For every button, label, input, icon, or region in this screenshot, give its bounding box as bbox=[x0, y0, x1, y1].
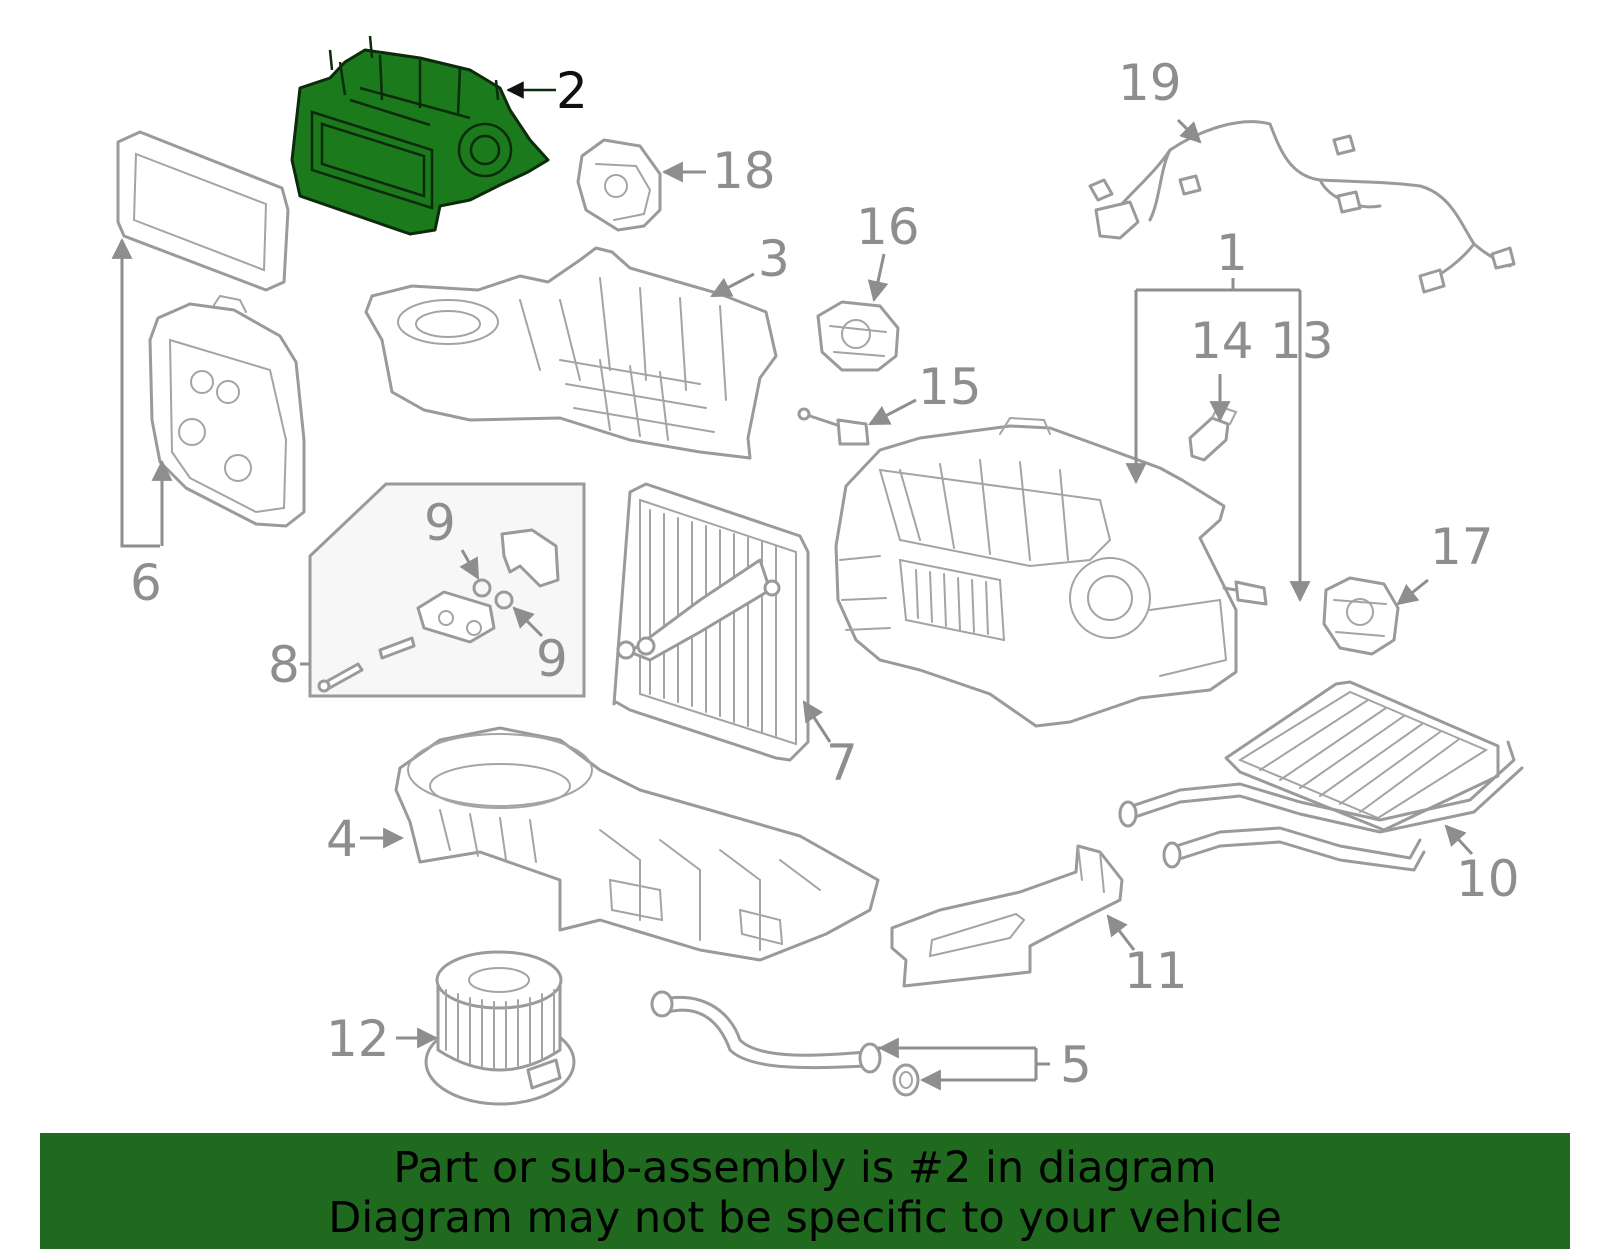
part-4-lower-case[interactable] bbox=[394, 726, 880, 962]
part-18-actuator[interactable] bbox=[576, 138, 662, 232]
callout-17: 17 bbox=[1430, 518, 1494, 576]
part-14-sensor[interactable] bbox=[1188, 404, 1238, 462]
callout-13: 13 bbox=[1270, 312, 1334, 370]
callout-9-top: 9 bbox=[424, 494, 456, 552]
part-8-kit[interactable] bbox=[308, 482, 586, 698]
callout-14: 14 bbox=[1190, 312, 1254, 370]
part-5-drain-hose[interactable] bbox=[650, 990, 920, 1097]
callout-9-bottom: 9 bbox=[536, 630, 568, 688]
callout-1: 1 bbox=[1216, 224, 1248, 282]
callout-7: 7 bbox=[826, 734, 858, 792]
part-17-actuator[interactable] bbox=[1322, 576, 1400, 656]
part-12-blower-motor[interactable] bbox=[424, 950, 576, 1106]
part-19-harness[interactable] bbox=[1088, 120, 1516, 294]
callout-4: 4 bbox=[326, 810, 358, 868]
part-15-sensor[interactable] bbox=[797, 407, 870, 446]
callout-18: 18 bbox=[712, 142, 776, 200]
part-10-heater-core[interactable] bbox=[1118, 680, 1524, 872]
part-13-sensor[interactable] bbox=[1222, 580, 1268, 606]
part-16-actuator[interactable] bbox=[816, 300, 900, 372]
callout-15: 15 bbox=[918, 358, 982, 416]
part-1-hvac-module[interactable] bbox=[834, 416, 1238, 728]
part-6-filter[interactable] bbox=[116, 130, 306, 528]
callout-10: 10 bbox=[1456, 850, 1520, 908]
notice-line-2: Diagram may not be specific to your vehi… bbox=[328, 1193, 1282, 1243]
callout-12: 12 bbox=[326, 1010, 390, 1068]
callout-3: 3 bbox=[758, 230, 790, 288]
leader-lines bbox=[111, 81, 1474, 1091]
part-11-duct[interactable] bbox=[890, 844, 1124, 988]
callout-8: 8 bbox=[268, 636, 300, 694]
part-2-highlighted[interactable] bbox=[290, 35, 550, 236]
notice-banner: Part or sub-assembly is #2 in diagram Di… bbox=[40, 1133, 1570, 1249]
callout-6: 6 bbox=[130, 554, 162, 612]
part-7-evaporator[interactable] bbox=[612, 482, 810, 762]
callout-19: 19 bbox=[1118, 54, 1182, 112]
callout-11: 11 bbox=[1124, 942, 1188, 1000]
callout-2: 2 bbox=[556, 62, 588, 120]
callout-5: 5 bbox=[1060, 1036, 1092, 1094]
callout-16: 16 bbox=[856, 198, 920, 256]
notice-line-1: Part or sub-assembly is #2 in diagram bbox=[393, 1143, 1217, 1193]
part-3-upper-case[interactable] bbox=[364, 246, 778, 460]
